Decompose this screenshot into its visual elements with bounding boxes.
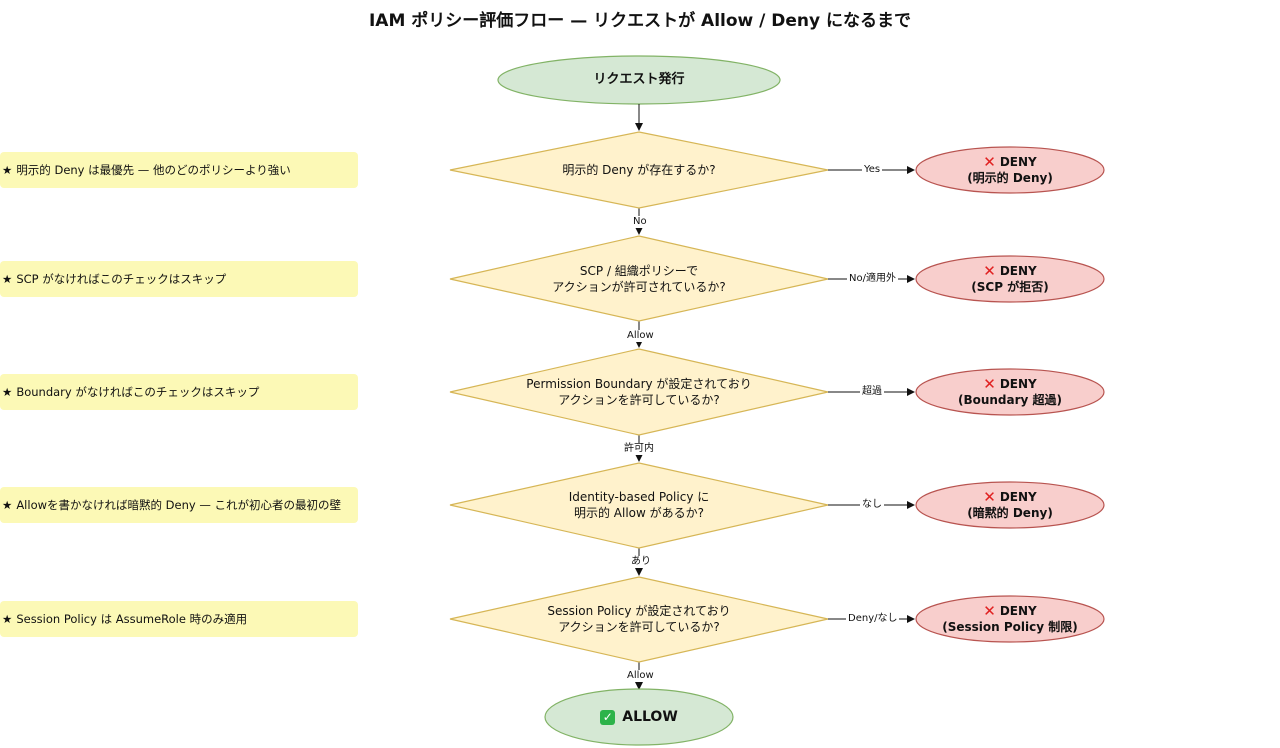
decision-3-line-2: アクションを許可しているか? — [558, 393, 720, 407]
edge-label-yes: Yes — [862, 164, 883, 176]
allow-node-shape — [544, 688, 734, 746]
edge-label-within-permission: 許可内 — [622, 443, 656, 455]
decision-5: Session Policy が設定されており アクションを許可しているか? — [480, 599, 798, 639]
diagram-title: IAM ポリシー評価フロー — リクエストが Allow / Deny になるま… — [368, 11, 912, 31]
deny-1-title: DENY — [999, 155, 1037, 169]
decision-3-line-1: Permission Boundary が設定されており — [526, 377, 752, 391]
deny-node-1-shape — [915, 146, 1105, 194]
note-3: ★ Boundary がなければこのチェックはスキップ — [0, 374, 358, 410]
decision-2-shape — [449, 235, 829, 322]
deny-1-reason: (明示的 Deny) — [967, 171, 1053, 185]
note-5-text: Session Policy は AssumeRole 時のみ適用 — [16, 612, 248, 626]
edge-label-no: No — [631, 216, 649, 228]
deny-node-3: ✕DENY (Boundary 超過) — [916, 374, 1104, 410]
decision-5-line-2: アクションを許可しているか? — [558, 620, 720, 634]
note-3-text: Boundary がなければこのチェックはスキップ — [16, 385, 260, 399]
deny-node-3-shape — [915, 368, 1105, 416]
edge-label-present: あり — [629, 556, 653, 568]
decision-3-shape — [449, 348, 829, 436]
note-1: ★ 明示的 Deny は最優先 — 他のどのポリシーより強い — [0, 152, 358, 188]
decision-5-line-1: Session Policy が設定されており — [547, 604, 731, 618]
decision-4-shape — [449, 462, 829, 549]
decision-2: SCP / 組織ポリシーで アクションが許可されているか? — [480, 259, 798, 299]
allow-node: ✓ ALLOW — [545, 703, 733, 731]
deny-node-5: ✕DENY (Session Policy 制限) — [916, 601, 1104, 637]
decision-3: Permission Boundary が設定されており アクションを許可してい… — [480, 372, 798, 412]
deny-node-4: ✕DENY (暗黙的 Deny) — [916, 487, 1104, 523]
edge-label-none: なし — [860, 499, 884, 511]
decision-5-shape — [449, 576, 829, 663]
star-icon: ★ — [2, 272, 13, 286]
decision-4-line-2: 明示的 Allow があるか? — [573, 506, 705, 520]
edge-label-allow: Allow — [625, 670, 656, 682]
deny-node-5-shape — [915, 595, 1105, 643]
note-4-text: Allowを書かなければ暗黙的 Deny — これが初心者の最初の壁 — [16, 498, 341, 512]
deny-3-reason: (Boundary 超過) — [957, 393, 1063, 407]
edge-label-allow: Allow — [625, 330, 656, 342]
deny-5-title: DENY — [999, 604, 1037, 618]
deny-2-reason: (SCP が拒否) — [971, 280, 1049, 294]
decision-4: Identity-based Policy に 明示的 Allow があるか? — [480, 485, 798, 525]
star-icon: ★ — [2, 498, 13, 512]
decision-1-line-1: 明示的 Deny が存在するか? — [562, 163, 716, 177]
deny-2-title: DENY — [999, 264, 1037, 278]
close-x-icon: ✕ — [983, 488, 996, 506]
check-mark-icon: ✓ — [600, 709, 616, 725]
note-2: ★ SCP がなければこのチェックはスキップ — [0, 261, 358, 297]
deny-5-reason: (Session Policy 制限) — [942, 620, 1078, 634]
start-node: リクエスト発行 — [498, 68, 780, 92]
decision-2-line-2: アクションが許可されているか? — [552, 280, 726, 294]
star-icon: ★ — [2, 163, 13, 177]
edge-label-exceeded: 超過 — [860, 386, 884, 398]
close-x-icon: ✕ — [983, 262, 996, 280]
edge-label-no-not-applicable: No/適用外 — [847, 273, 898, 285]
star-icon: ★ — [2, 385, 13, 399]
close-x-icon: ✕ — [983, 153, 996, 171]
deny-node-1: ✕DENY (明示的 Deny) — [916, 152, 1104, 188]
decision-2-line-1: SCP / 組織ポリシーで — [579, 264, 699, 278]
deny-4-reason: (暗黙的 Deny) — [967, 506, 1053, 520]
start-node-label: リクエスト発行 — [593, 72, 685, 87]
close-x-icon: ✕ — [983, 375, 996, 393]
deny-node-4-shape — [915, 481, 1105, 529]
deny-node-2-shape — [915, 255, 1105, 303]
note-1-text: 明示的 Deny は最優先 — 他のどのポリシーより強い — [16, 163, 291, 177]
note-5: ★ Session Policy は AssumeRole 時のみ適用 — [0, 601, 358, 637]
decision-1: 明示的 Deny が存在するか? — [480, 150, 798, 190]
deny-4-title: DENY — [999, 490, 1037, 504]
deny-node-2: ✕DENY (SCP が拒否) — [916, 261, 1104, 297]
decision-1-shape — [449, 131, 829, 209]
note-4: ★ Allowを書かなければ暗黙的 Deny — これが初心者の最初の壁 — [0, 487, 358, 523]
allow-label: ALLOW — [622, 709, 678, 725]
edge-label-deny-none: Deny/なし — [846, 613, 900, 625]
note-2-text: SCP がなければこのチェックはスキップ — [16, 272, 227, 286]
star-icon: ★ — [2, 612, 13, 626]
decision-4-line-1: Identity-based Policy に — [568, 490, 710, 504]
deny-3-title: DENY — [999, 377, 1037, 391]
close-x-icon: ✕ — [983, 602, 996, 620]
